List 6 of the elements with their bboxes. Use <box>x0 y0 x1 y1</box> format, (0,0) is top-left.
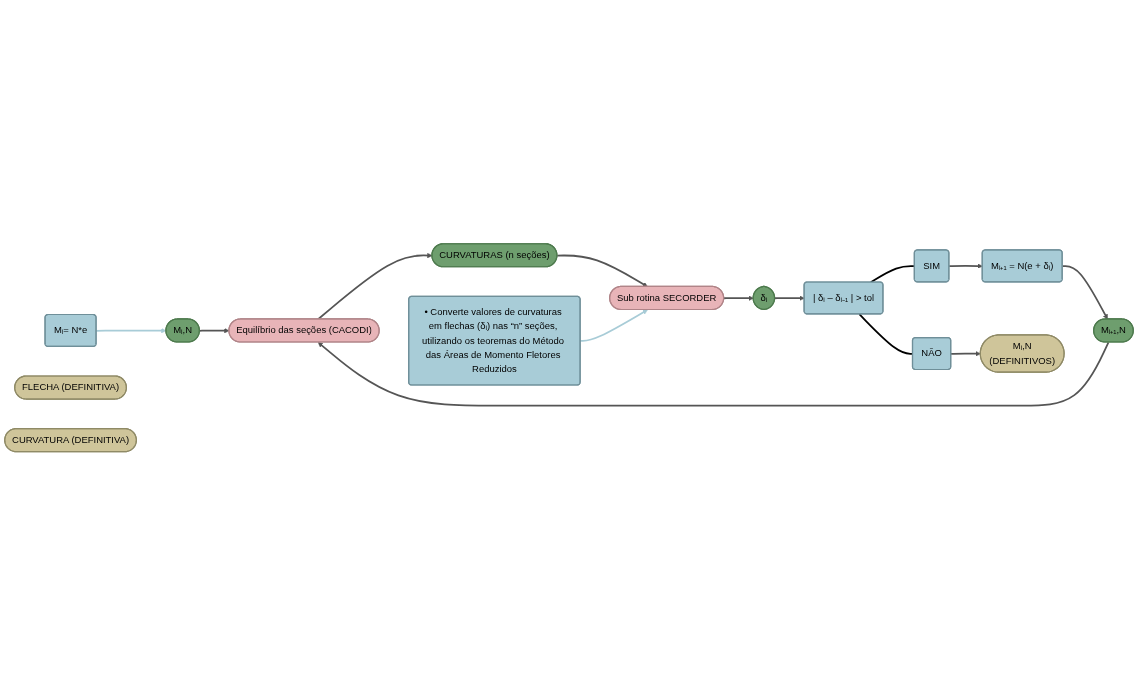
arrow <box>317 252 433 320</box>
arrow <box>948 263 983 269</box>
arrow <box>950 350 981 357</box>
arrow <box>556 254 648 287</box>
arrow <box>723 295 754 301</box>
arrow <box>317 341 1110 407</box>
